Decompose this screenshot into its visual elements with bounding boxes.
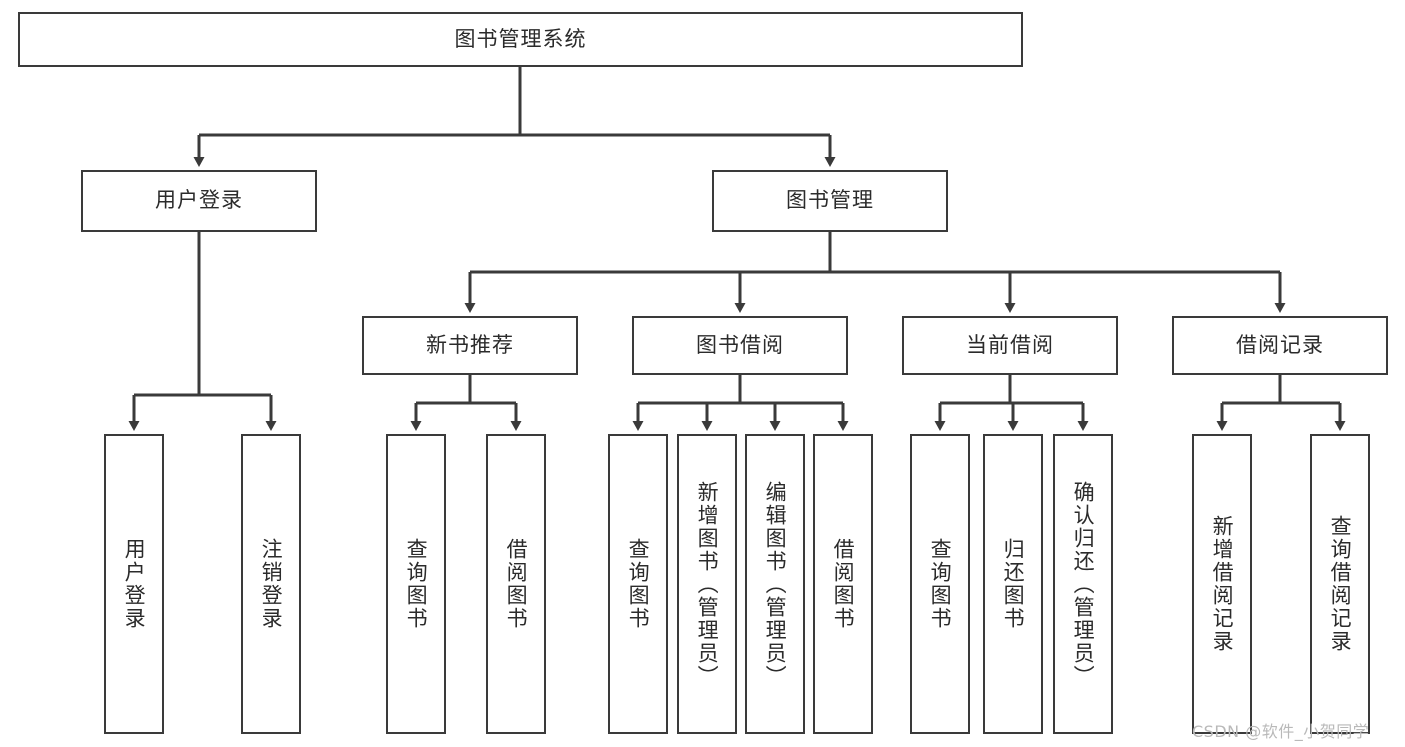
leaf-user-login[interactable]: 用户登录 (104, 434, 164, 734)
leaf-borrow-book[interactable]: 借阅图书 (813, 434, 873, 734)
leaf-edit-book-admin[interactable]: 编辑图书（管理员） (745, 434, 805, 734)
node-current-borrow[interactable]: 当前借阅 (902, 316, 1118, 375)
leaf-query-book-rec-label: 查询图书 (404, 538, 429, 630)
leaf-logout-label: 注销登录 (259, 538, 284, 630)
node-user-login[interactable]: 用户登录 (81, 170, 317, 232)
leaf-confirm-return-admin[interactable]: 确认归还（管理员） (1053, 434, 1113, 734)
leaf-add-borrow-record-label: 新增借阅记录 (1210, 515, 1235, 653)
node-book-borrow-label: 图书借阅 (696, 332, 784, 357)
leaf-query-book-borrow[interactable]: 查询图书 (608, 434, 668, 734)
leaf-confirm-return-admin-label: 确认归还（管理员） (1071, 480, 1096, 688)
node-new-book-recommend[interactable]: 新书推荐 (362, 316, 578, 375)
leaf-edit-book-admin-label: 编辑图书（管理员） (763, 480, 788, 688)
leaf-add-borrow-record[interactable]: 新增借阅记录 (1192, 434, 1252, 734)
leaf-query-borrow-record[interactable]: 查询借阅记录 (1310, 434, 1370, 734)
leaf-query-book-current-label: 查询图书 (928, 538, 953, 630)
leaf-logout[interactable]: 注销登录 (241, 434, 301, 734)
leaf-add-book-admin[interactable]: 新增图书（管理员） (677, 434, 737, 734)
node-user-login-label: 用户登录 (155, 188, 243, 213)
leaf-query-book-current[interactable]: 查询图书 (910, 434, 970, 734)
leaf-user-login-label: 用户登录 (122, 538, 147, 630)
leaf-return-book-label: 归还图书 (1001, 538, 1026, 630)
node-borrow-record[interactable]: 借阅记录 (1172, 316, 1388, 375)
node-book-management[interactable]: 图书管理 (712, 170, 948, 232)
leaf-return-book[interactable]: 归还图书 (983, 434, 1043, 734)
node-root[interactable]: 图书管理系统 (18, 12, 1023, 67)
leaf-query-book-rec[interactable]: 查询图书 (386, 434, 446, 734)
leaf-borrow-book-label: 借阅图书 (831, 538, 856, 630)
node-borrow-record-label: 借阅记录 (1236, 332, 1324, 357)
node-book-borrow[interactable]: 图书借阅 (632, 316, 848, 375)
node-root-label: 图书管理系统 (454, 26, 587, 51)
leaf-query-book-borrow-label: 查询图书 (626, 538, 651, 630)
leaf-query-borrow-record-label: 查询借阅记录 (1328, 515, 1353, 653)
leaf-borrow-book-rec-label: 借阅图书 (504, 538, 529, 630)
csdn-watermark: CSDN @软件_小贺同学 (1192, 722, 1370, 741)
node-current-borrow-label: 当前借阅 (966, 332, 1054, 357)
leaf-borrow-book-rec[interactable]: 借阅图书 (486, 434, 546, 734)
node-book-management-label: 图书管理 (786, 188, 874, 213)
leaf-add-book-admin-label: 新增图书（管理员） (695, 480, 720, 688)
node-new-book-recommend-label: 新书推荐 (426, 332, 514, 357)
